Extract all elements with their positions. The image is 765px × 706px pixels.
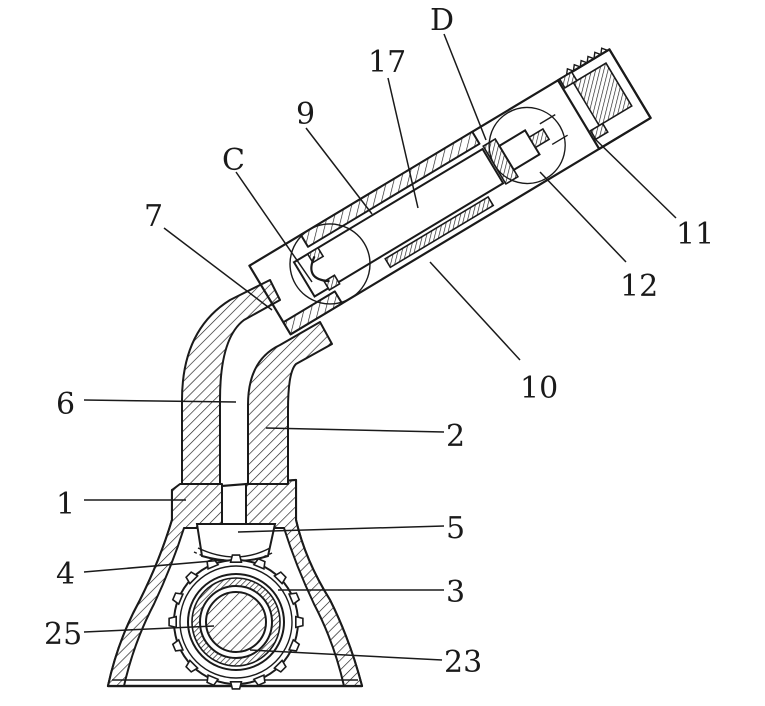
label-25: 25 <box>44 617 82 652</box>
label-5: 5 <box>446 511 465 546</box>
gear-tooth <box>252 557 266 571</box>
label-3: 3 <box>446 575 465 610</box>
gear-tooth <box>229 554 243 564</box>
label-2: 2 <box>446 419 465 454</box>
gear-tooth <box>273 659 287 673</box>
label-7: 7 <box>144 199 163 234</box>
label-6: 6 <box>56 387 75 422</box>
gear-tooth <box>294 615 304 629</box>
label-1: 1 <box>56 487 75 522</box>
gear-tooth <box>206 673 220 687</box>
label-9: 9 <box>296 97 315 132</box>
gear-tooth <box>252 673 266 687</box>
gear-tooth <box>287 592 301 606</box>
gear-tooth <box>185 571 199 585</box>
gear-tooth <box>229 680 243 690</box>
gear-tooth <box>171 592 185 606</box>
label-4: 4 <box>56 557 75 592</box>
gear-roller <box>168 554 304 690</box>
part-labels: D 17 9 C 7 11 12 10 6 2 1 5 4 3 25 23 <box>44 3 714 680</box>
cup-part-5 <box>193 523 277 563</box>
label-23: 23 <box>444 645 482 680</box>
label-10: 10 <box>520 371 558 406</box>
gear-tooth <box>171 638 185 652</box>
label-17: 17 <box>368 45 406 80</box>
gear-tooth <box>273 571 287 585</box>
gear-tooth <box>185 659 199 673</box>
bent-tube <box>181 279 333 485</box>
label-D: D <box>430 3 454 38</box>
gear-teeth <box>168 554 304 690</box>
label-11: 11 <box>676 217 714 252</box>
label-C: C <box>222 143 245 178</box>
label-12: 12 <box>620 269 658 304</box>
gear-tooth <box>168 615 177 629</box>
gear-tooth <box>287 638 301 652</box>
leader-lines <box>83 33 677 661</box>
upper-arm <box>248 47 652 336</box>
